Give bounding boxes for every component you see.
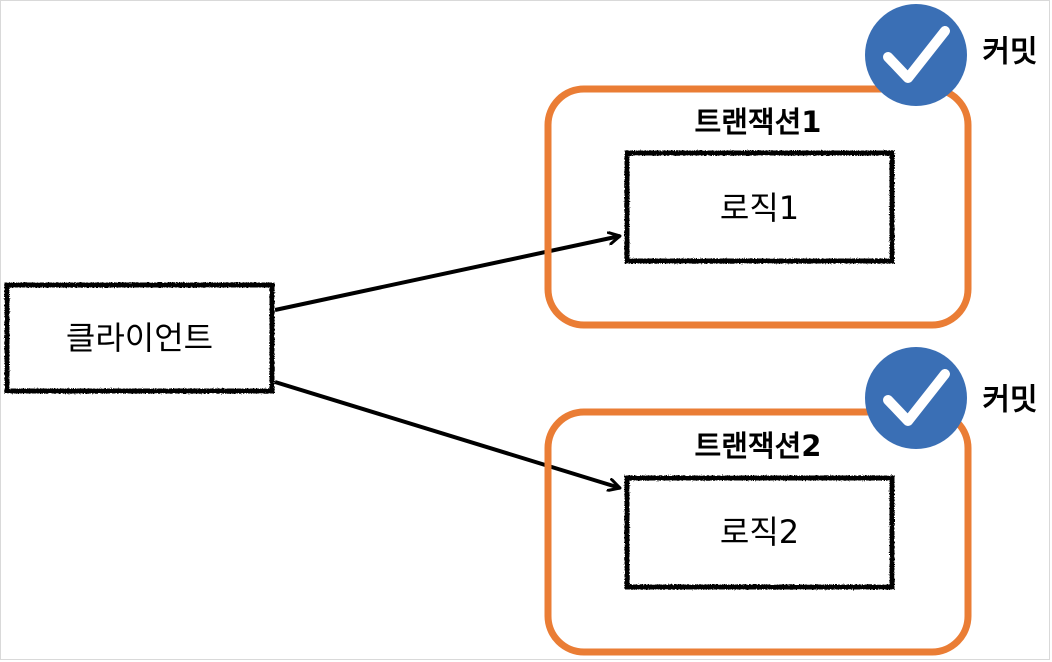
check-icon: [865, 347, 967, 449]
commit-label-1: 커밋: [982, 35, 1037, 70]
arrow-to-logic1: [274, 236, 620, 312]
transaction-2: 트랜잭션2 로직2: [544, 408, 972, 656]
transaction-1-title: 트랜잭션1: [695, 105, 822, 139]
checkmark-glyph: [883, 26, 950, 83]
logic-1-box: [624, 150, 895, 264]
commit-badge-2: 커밋: [865, 347, 1038, 449]
check-icon: [865, 4, 967, 106]
commit-label-2: 커밋: [982, 383, 1037, 418]
transaction-1-border: [544, 85, 972, 329]
commit-badge-1: 커밋: [865, 4, 1038, 106]
checkmark-glyph: [883, 369, 950, 426]
logic-2-label: 로직2: [720, 513, 799, 551]
logic-1-label: 로직1: [720, 189, 799, 227]
arrow-to-logic2: [274, 380, 620, 488]
client-node: 클라이언트: [4, 282, 275, 394]
transaction-1: 트랜잭션1 로직1: [544, 85, 972, 329]
logic-2-box: [624, 475, 895, 590]
client-box: [4, 282, 275, 394]
transaction-2-title: 트랜잭션2: [695, 429, 822, 463]
transaction-2-border: [544, 408, 972, 656]
client-label: 클라이언트: [66, 319, 213, 357]
